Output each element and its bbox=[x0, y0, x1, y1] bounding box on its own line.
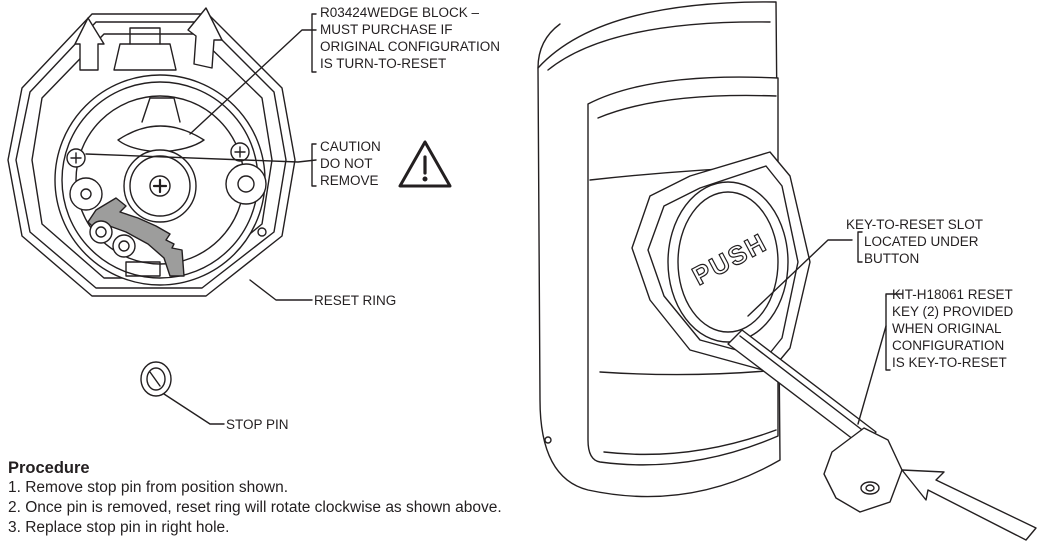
key-slot-line: LOCATED UNDER bbox=[864, 234, 979, 249]
stop-pin-callout: STOP PIN bbox=[226, 417, 289, 432]
procedure-section: Procedure 1. Remove stop pin from positi… bbox=[8, 458, 502, 538]
wedge-block-line: IS TURN-TO-RESET bbox=[320, 56, 447, 71]
wedge-block-callout: R03424WEDGE BLOCK – MUST PURCHASE IF ORI… bbox=[320, 4, 500, 72]
procedure-step: 1. Remove stop pin from position shown. bbox=[8, 479, 288, 496]
reset-key-line: KIT-H18061 RESET bbox=[892, 287, 1013, 302]
reset-mechanism-illustration bbox=[7, 7, 296, 397]
caution-callout: CAUTION DO NOT REMOVE bbox=[320, 138, 381, 189]
key-slot-line: BUTTON bbox=[864, 251, 920, 266]
caution-line: DO NOT bbox=[320, 156, 373, 171]
reset-key-callout: KIT-H18061 RESET KEY (2) PROVIDED WHEN O… bbox=[892, 286, 1013, 371]
wedge-block-line: R03424WEDGE BLOCK – bbox=[320, 5, 480, 20]
procedure-title: Procedure bbox=[8, 459, 90, 477]
reset-key-line: KEY (2) PROVIDED bbox=[892, 304, 1014, 319]
caution-line: CAUTION bbox=[320, 139, 381, 154]
push-direction-arrow bbox=[901, 469, 1037, 541]
procedure-step: 2. Once pin is removed, reset ring will … bbox=[8, 499, 502, 516]
key-slot-callout: KEY-TO-RESET SLOT LOCATED UNDER BUTTON bbox=[846, 216, 983, 267]
key-slot-line: KEY-TO-RESET SLOT bbox=[846, 217, 984, 232]
reset-key-line: CONFIGURATION bbox=[892, 338, 1005, 353]
caution-triangle-icon bbox=[398, 140, 452, 188]
reset-key-line: WHEN ORIGINAL bbox=[892, 321, 1002, 336]
reset-key-line: IS KEY-TO-RESET bbox=[892, 355, 1007, 370]
wedge-block-line: MUST PURCHASE IF bbox=[320, 22, 453, 37]
leader-lines-right bbox=[747, 231, 903, 425]
caution-line: REMOVE bbox=[320, 173, 379, 188]
wedge-block-line: ORIGINAL CONFIGURATION bbox=[320, 39, 501, 54]
exit-device-illustration bbox=[537, 1, 903, 513]
leader-lines-left bbox=[85, 13, 317, 425]
procedure-step: 3. Replace stop pin in right hole. bbox=[8, 519, 230, 536]
reset-ring-callout: RESET RING bbox=[314, 293, 397, 308]
